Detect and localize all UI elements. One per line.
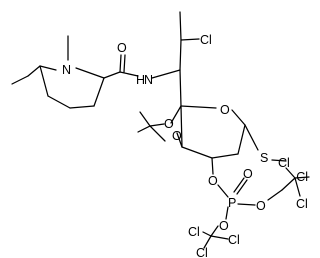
atom-phosphorus: P <box>228 196 236 210</box>
atom-acetal-oxygen-1: O <box>164 117 174 131</box>
atom-phosphoryl-oxygen: O <box>243 167 253 181</box>
atom-chlorine-b1: Cl <box>188 225 200 239</box>
atom-carbonyl-oxygen: O <box>117 41 127 55</box>
atom-amide-nitrogen: N <box>144 73 153 87</box>
atom-ester-oxygen-1: O <box>256 199 266 213</box>
atom-chlorine-b2: Cl <box>228 233 240 247</box>
atom-ring-oxygen: O <box>220 103 230 117</box>
atom-side-chlorine: Cl <box>200 33 212 47</box>
atom-chlorine-a2: Cl <box>296 170 308 184</box>
atom-labels: N O N H Cl O S O O O P O O O Cl Cl Cl Cl… <box>62 33 308 258</box>
atom-chlorine-a1: Cl <box>278 156 290 170</box>
atom-ester-oxygen-2: O <box>219 219 229 233</box>
atom-ring-nitrogen: N <box>62 63 71 77</box>
atom-phosphate-link-oxygen: O <box>208 174 218 188</box>
atom-chlorine-a3: Cl <box>296 197 308 211</box>
bond-lines <box>11 11 310 249</box>
atom-chlorine-b3: Cl <box>196 246 208 258</box>
atom-sulfur: S <box>260 151 268 165</box>
atom-amide-hydrogen: H <box>136 73 145 87</box>
atom-acetal-oxygen-2: O <box>172 129 182 143</box>
